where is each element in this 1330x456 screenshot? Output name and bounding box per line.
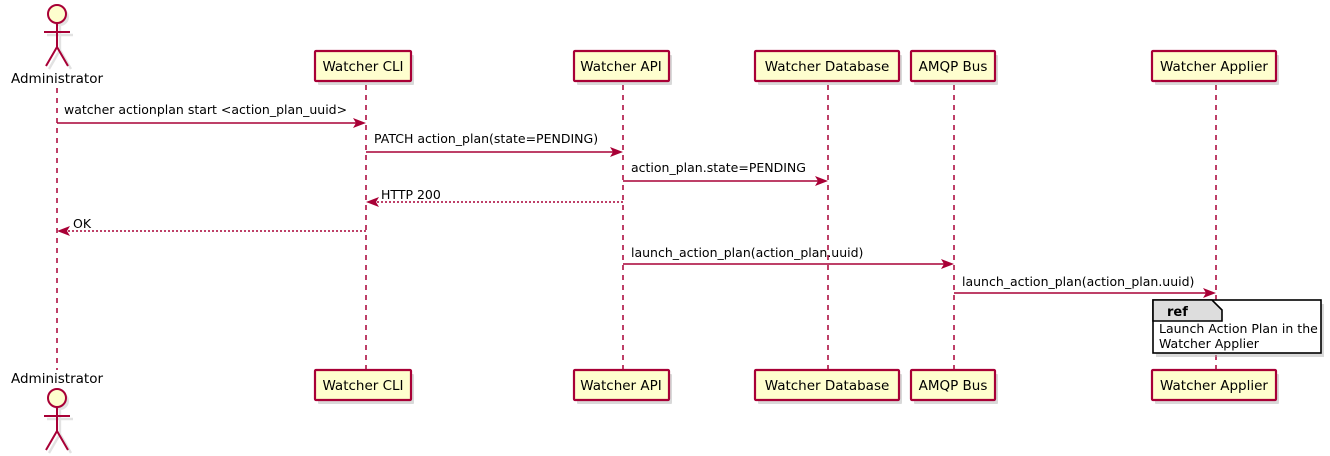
message-label-msg-7: launch_action_plan(action_plan.uuid) (962, 274, 1194, 289)
message-label-msg-4: HTTP 200 (381, 187, 441, 202)
participant-box-watcher-cli-bottom[interactable] (313, 368, 413, 402)
message-label-msg-2: PATCH action_plan(state=PENDING) (374, 131, 598, 146)
participant-box-watcher-applier-bottom[interactable] (1150, 368, 1278, 402)
participant-box-watcher-cli-top[interactable] (313, 49, 413, 83)
lifelines (56, 85, 1217, 370)
ref-fragment-body (1152, 299, 1322, 354)
participant-box-watcher-database-top[interactable] (753, 49, 901, 83)
arrow-msg-7 (954, 288, 1216, 298)
arrow-msg-4 (366, 197, 623, 207)
ref-fragment-tab (1152, 299, 1223, 322)
ref-fragment-tab-label: ref (1167, 305, 1188, 320)
arrow-msg-5 (57, 226, 366, 236)
participant-box-amqp-bus-bottom[interactable] (909, 368, 997, 402)
actor-label-administrator-top: Administrator (11, 71, 103, 87)
actor-label-administrator-bottom: Administrator (11, 371, 103, 387)
message-label-msg-3: action_plan.state=PENDING (631, 160, 806, 175)
participant-label-watcher-applier-bottom: Watcher Applier (1160, 378, 1268, 394)
message-arrows (57, 118, 1216, 298)
actor-body-icon (44, 23, 70, 67)
participant-box-amqp-bus-top[interactable] (909, 49, 997, 83)
participant-label-amqp-bus-bottom: AMQP Bus (919, 378, 988, 394)
ref-fragment-line-2: Watcher Applier (1159, 336, 1260, 351)
participant-boxes-bottom (313, 368, 1279, 404)
participant-box-watcher-api-bottom[interactable] (572, 368, 671, 402)
participant-box-watcher-applier-top[interactable] (1150, 49, 1278, 83)
message-label-msg-6: launch_action_plan(action_plan.uuid) (631, 245, 863, 260)
participant-box-watcher-database-bottom[interactable] (753, 368, 901, 402)
arrow-msg-1 (57, 118, 366, 128)
ref-fragment (1152, 299, 1324, 357)
participant-label-watcher-api-top: Watcher API (580, 59, 662, 75)
participant-label-watcher-database-top: Watcher Database (765, 59, 890, 75)
participant-label-watcher-applier-top: Watcher Applier (1160, 59, 1268, 75)
actor-administrator-top (44, 4, 73, 70)
participant-box-watcher-api-top[interactable] (572, 49, 671, 83)
participant-label-amqp-bus-top: AMQP Bus (919, 59, 988, 75)
ref-fragment-line-1: Launch Action Plan in the (1159, 321, 1318, 336)
actor-body-icon-bottom (44, 407, 70, 451)
participant-boxes-top (313, 49, 1279, 85)
actor-administrator-bottom (44, 388, 73, 454)
participant-label-watcher-cli-top: Watcher CLI (322, 59, 403, 75)
arrow-msg-6 (623, 259, 954, 269)
participant-label-watcher-cli-bottom: Watcher CLI (322, 378, 403, 394)
message-label-msg-1: watcher actionplan start <action_plan_uu… (64, 102, 347, 117)
arrow-msg-3 (623, 176, 828, 186)
arrow-msg-2 (366, 147, 623, 157)
message-label-msg-5: OK (73, 216, 92, 231)
participant-label-watcher-api-bottom: Watcher API (580, 378, 662, 394)
participant-label-watcher-database-bottom: Watcher Database (765, 378, 890, 394)
